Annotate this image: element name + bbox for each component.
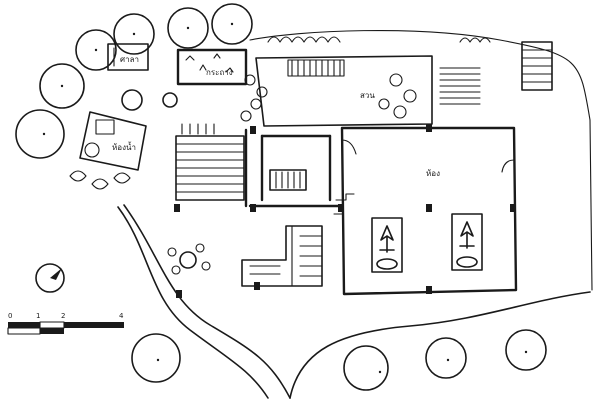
tree xyxy=(39,63,85,109)
storage-shelves xyxy=(269,169,307,191)
column-markers xyxy=(174,126,256,298)
tree xyxy=(75,29,117,71)
planter-box: กระถาง xyxy=(176,48,248,86)
site-boundary xyxy=(117,29,593,399)
tree xyxy=(211,3,253,45)
main-hall: ห้อง xyxy=(338,124,518,296)
room-label: ห้องน้ำ xyxy=(112,141,136,152)
tree xyxy=(162,92,178,108)
scale-bar: 0 1 2 4 xyxy=(7,312,124,335)
east-stair xyxy=(439,41,553,105)
small-pavilion: ศาลา xyxy=(107,43,149,71)
tree xyxy=(167,7,209,49)
fence xyxy=(287,59,345,77)
table-chairs xyxy=(167,243,211,275)
north-arrow-icon xyxy=(35,263,65,293)
walls xyxy=(244,128,340,208)
stairs xyxy=(241,225,323,290)
tree xyxy=(15,109,65,159)
garden-label: สวน xyxy=(360,91,375,100)
tree xyxy=(505,329,547,371)
foliage xyxy=(69,170,131,190)
tree xyxy=(343,345,389,391)
hall-label: ห้อง xyxy=(426,169,440,178)
trees xyxy=(15,3,547,391)
tree xyxy=(425,337,467,379)
scale-tick-0: 0 xyxy=(8,312,12,320)
small-room: ห้องน้ำ xyxy=(79,111,147,171)
scale-tick-1: 1 xyxy=(36,312,40,320)
scale-tick-2: 2 xyxy=(61,312,65,320)
wood-deck xyxy=(175,123,245,201)
shrubs xyxy=(267,36,491,43)
tree xyxy=(121,89,143,111)
stepping-stones xyxy=(240,73,417,122)
scale-tick-4: 4 xyxy=(119,312,124,320)
planter-label: กระถาง xyxy=(206,68,233,77)
altar-right xyxy=(451,213,483,271)
tree xyxy=(131,333,181,383)
altar-left xyxy=(371,217,403,273)
tree xyxy=(113,13,155,55)
pavilion-label: ศาลา xyxy=(120,55,139,64)
side-steps xyxy=(333,193,355,215)
